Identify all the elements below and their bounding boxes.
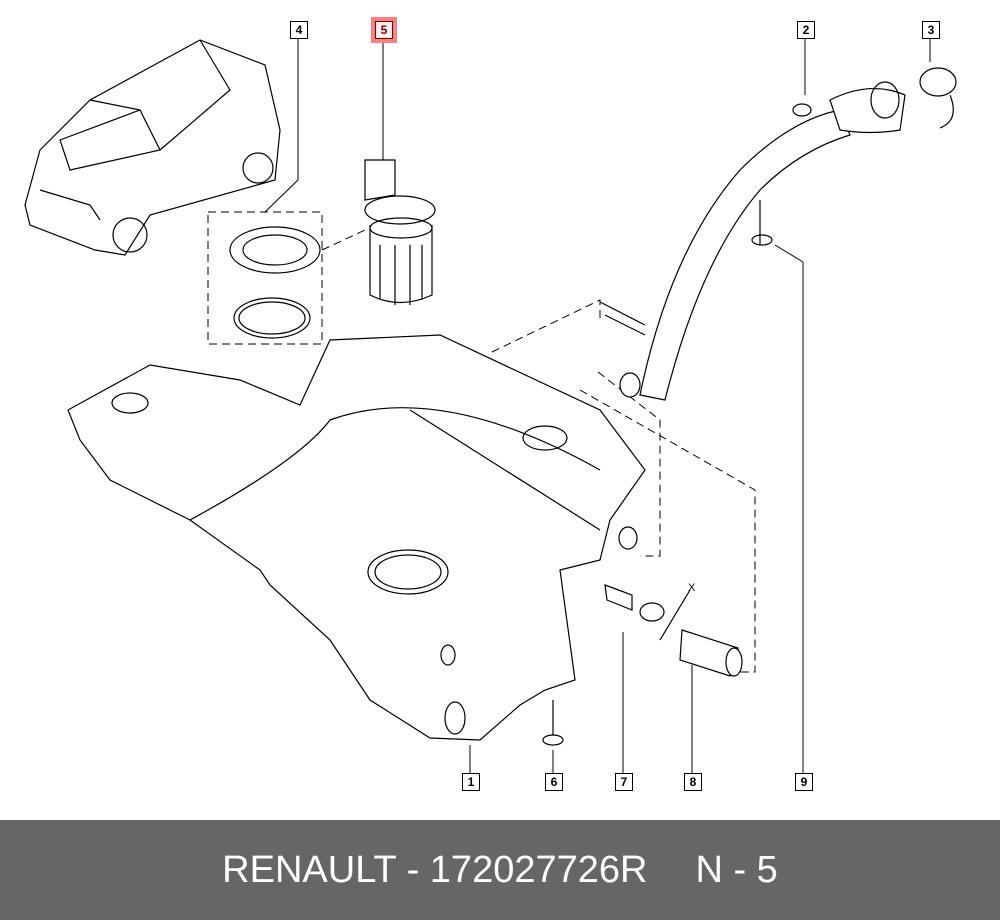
exploded-view-diagram (24, 38, 957, 773)
dimension-mark: X (688, 582, 696, 594)
callout-6[interactable]: 6 (545, 773, 563, 791)
fuel-tank (67, 334, 646, 741)
filler-neck (599, 67, 957, 401)
callout-3[interactable]: 3 (922, 21, 940, 39)
vehicle-illustration (24, 39, 281, 256)
callout-4[interactable]: 4 (290, 21, 308, 39)
position-label: N - 5 (695, 848, 778, 891)
callout-7[interactable]: 7 (615, 773, 633, 791)
callout-2[interactable]: 2 (797, 21, 815, 39)
fuel-pump-module (364, 159, 436, 305)
callout-5-highlighted[interactable]: 5 (375, 21, 393, 39)
callout-1[interactable]: 1 (462, 773, 480, 791)
part-label: RENAULT - 172027726R (222, 848, 648, 891)
lock-ring-and-seal (229, 226, 321, 339)
part-number-banner: RENAULT - 172027726R N - 5 (0, 820, 1000, 920)
callout-9[interactable]: 9 (795, 773, 813, 791)
callout-8[interactable]: 8 (684, 773, 702, 791)
